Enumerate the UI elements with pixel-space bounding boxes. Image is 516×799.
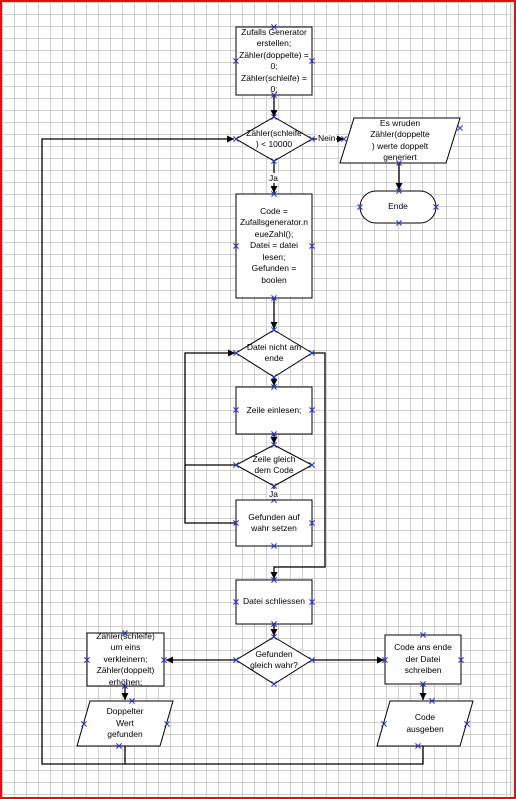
connection-point-marker: [309, 520, 315, 526]
connection-point-marker: [233, 657, 239, 663]
counters-process-box[interactable]: [86, 632, 165, 687]
connection-point-marker: [233, 599, 239, 605]
connection-point-marker: [415, 743, 421, 749]
connection-point-marker: [271, 543, 277, 549]
connection-point-marker: [116, 743, 122, 749]
connection-point-marker: [122, 683, 128, 689]
connection-point-marker: [271, 681, 277, 687]
output-code-parallelogram[interactable]: [376, 700, 474, 747]
connection-point-marker: [271, 577, 277, 583]
connection-point-marker: [458, 657, 464, 663]
connection-point-marker: [271, 191, 277, 197]
end-terminator[interactable]: [359, 190, 437, 224]
duplicate-found-parallelogram[interactable]: [76, 700, 174, 747]
connection-point-marker: [309, 243, 315, 249]
connection-point-marker: [271, 158, 277, 164]
connection-markers: [81, 24, 470, 749]
connection-point-marker: [233, 136, 239, 142]
connection-point-marker: [382, 657, 388, 663]
write-code-box[interactable]: [384, 634, 462, 685]
connection-point-marker: [122, 630, 128, 636]
close-file-box[interactable]: [235, 579, 313, 625]
code-process-box[interactable]: [235, 193, 313, 299]
edge-loop-back: [41, 135, 424, 765]
connection-point-marker: [271, 114, 277, 120]
connection-point-marker: [233, 243, 239, 249]
found-condition-diamond[interactable]: [235, 636, 313, 685]
connection-point-marker: [396, 160, 402, 166]
set-found-box[interactable]: [235, 499, 313, 547]
connection-point-marker: [381, 721, 387, 727]
connection-point-marker: [420, 681, 426, 687]
connection-point-marker: [464, 721, 470, 727]
connection-point-marker: [271, 634, 277, 640]
connection-point-marker: [271, 92, 277, 98]
connection-point-marker: [420, 632, 426, 638]
edge-label-yes: Ja: [268, 173, 279, 183]
connection-point-marker: [164, 721, 170, 727]
connection-point-marker: [271, 384, 277, 390]
connection-point-marker: [233, 520, 239, 526]
connection-point-marker: [233, 58, 239, 64]
edge-label-no: Nein: [317, 133, 337, 143]
read-line-box[interactable]: [235, 386, 313, 435]
connection-point-marker: [81, 721, 87, 727]
connection-point-marker: [271, 442, 277, 448]
connection-point-marker: [271, 374, 277, 380]
connection-point-marker: [357, 204, 363, 210]
connection-point-marker: [271, 431, 277, 437]
connection-point-marker: [271, 483, 277, 489]
connector-edges: [41, 95, 427, 765]
connection-point-marker: [433, 204, 439, 210]
connection-point-marker: [233, 407, 239, 413]
connection-point-marker: [233, 462, 239, 468]
init-process-box[interactable]: [235, 26, 313, 96]
message-output-parallelogram[interactable]: [339, 117, 461, 164]
edge-set-found-back: [184, 349, 235, 524]
connection-point-marker: [396, 188, 402, 194]
connection-point-marker: [271, 327, 277, 333]
connection-point-marker: [161, 657, 167, 663]
connection-point-marker: [309, 350, 315, 356]
connection-point-marker: [84, 657, 90, 663]
connection-point-marker: [233, 350, 239, 356]
connection-point-marker: [309, 657, 315, 663]
edge-label-yes-line: Ja: [268, 489, 279, 499]
loop-condition-diamond[interactable]: [235, 116, 313, 162]
connection-point-marker: [309, 462, 315, 468]
connection-point-marker: [457, 125, 463, 131]
line-condition-diamond[interactable]: [234, 444, 314, 487]
connection-point-marker: [309, 599, 315, 605]
edge-file-end: [270, 352, 326, 579]
connection-point-marker: [309, 136, 315, 142]
connection-point-marker: [429, 698, 435, 704]
vertical-scrollbar[interactable]: [510, 2, 514, 797]
connection-point-marker: [309, 407, 315, 413]
file-condition-diamond[interactable]: [235, 329, 313, 378]
connection-point-marker: [341, 136, 347, 142]
connection-point-marker: [129, 698, 135, 704]
connection-point-marker: [271, 24, 277, 30]
connection-point-marker: [396, 220, 402, 226]
connection-point-marker: [271, 621, 277, 627]
connection-point-marker: [309, 58, 315, 64]
connection-point-marker: [271, 295, 277, 301]
